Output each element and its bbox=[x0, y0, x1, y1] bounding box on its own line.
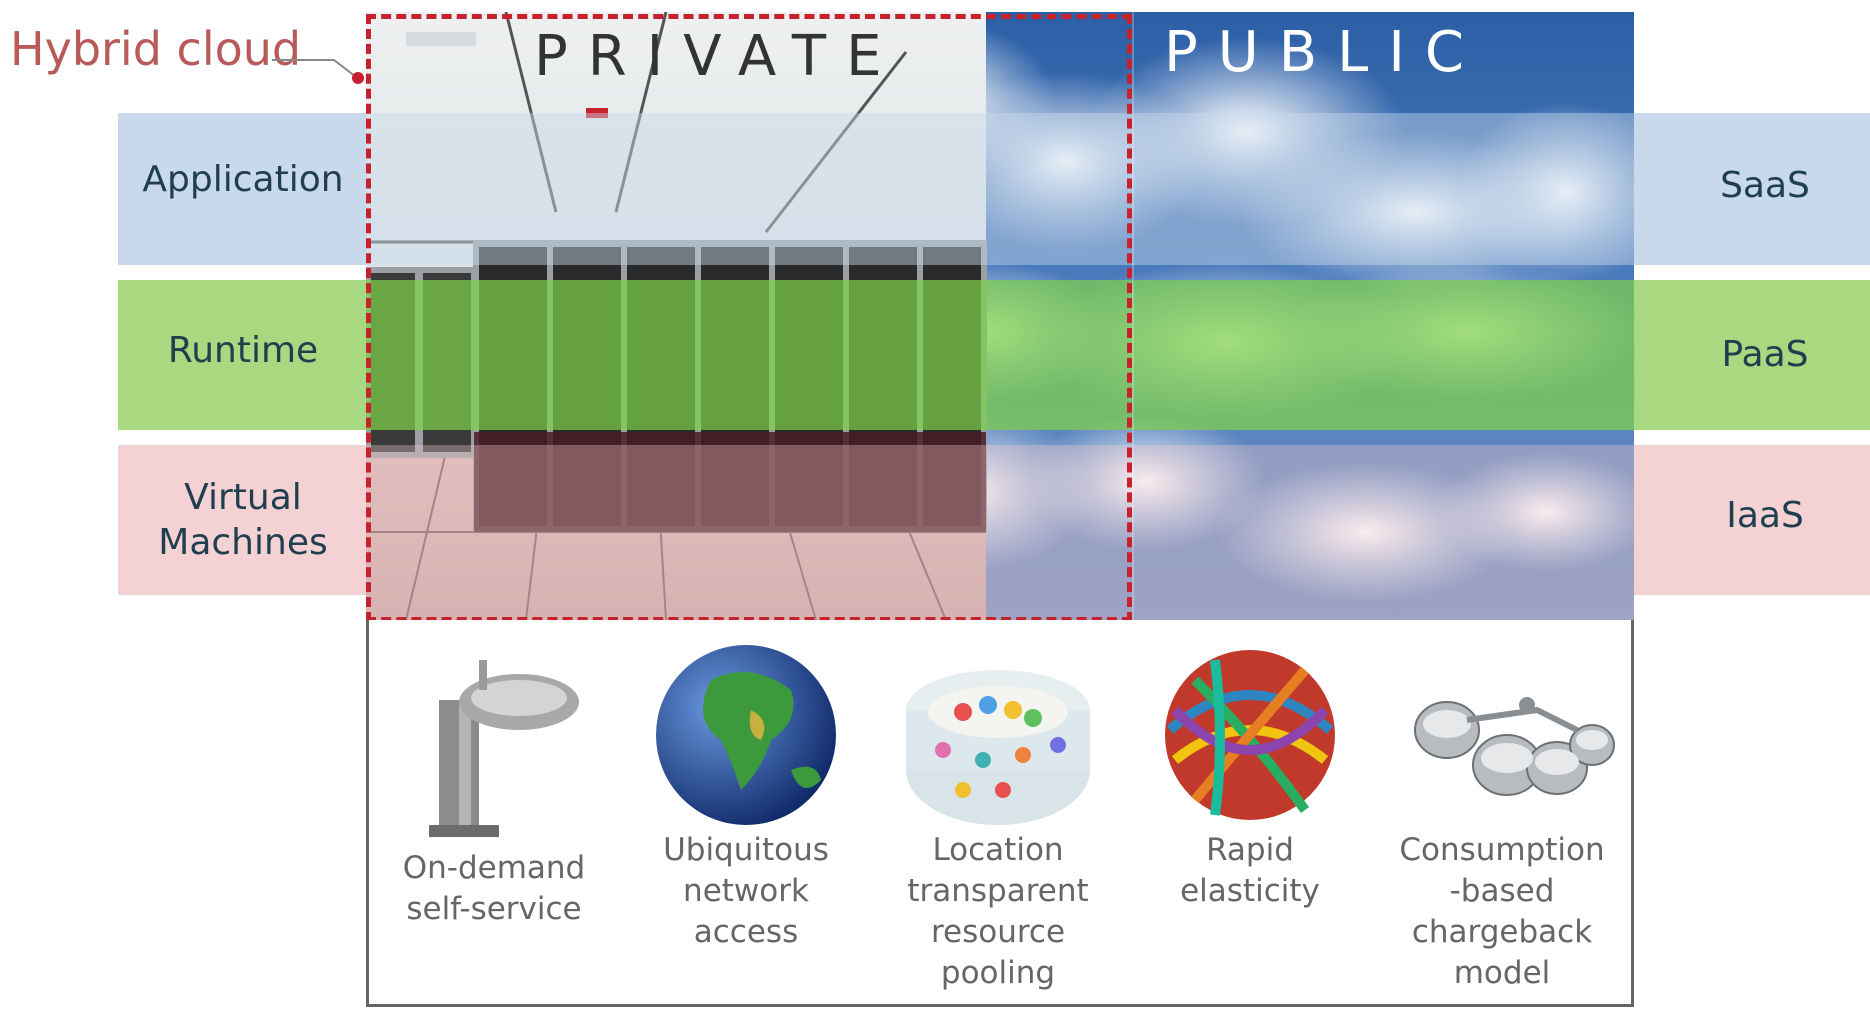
saas-overlay bbox=[366, 113, 1634, 265]
characteristics-panel: On-demand self-service Ubiquitous networ… bbox=[366, 620, 1634, 1007]
vm-band-left bbox=[118, 445, 368, 595]
characteristic-chargeback: Consumption -based chargeback model bbox=[1387, 620, 1617, 1007]
paas-label: PaaS bbox=[1721, 333, 1809, 375]
iaas-label: IaaS bbox=[1726, 494, 1804, 536]
characteristic-pooling: Location transparent resource pooling bbox=[883, 620, 1113, 1007]
application-band-left bbox=[118, 113, 368, 265]
hybrid-cloud-label: Hybrid cloud bbox=[10, 22, 302, 76]
virtual-machines-label-line2: Machines bbox=[158, 522, 328, 563]
runtime-band-left bbox=[118, 280, 368, 430]
caption-elasticity: Rapid elasticity bbox=[1180, 832, 1320, 909]
caption-chargeback: Consumption -based chargeback model bbox=[1399, 832, 1605, 991]
characteristic-on-demand: On-demand self-service bbox=[379, 620, 609, 1007]
exit-sign bbox=[586, 108, 608, 118]
hybrid-cloud-pointer bbox=[272, 59, 364, 84]
characteristic-ubiquitous: Ubiquitous network access bbox=[631, 620, 861, 1007]
public-title: PUBLIC bbox=[1164, 20, 1484, 85]
caption-on-demand: On-demand self-service bbox=[402, 850, 586, 927]
virtual-machines-label-line1: Virtual bbox=[184, 477, 302, 518]
virtual-machines-label: Virtual Machines bbox=[118, 445, 368, 595]
characteristic-elasticity: Rapid elasticity bbox=[1135, 620, 1365, 1007]
rubber-band-ball-icon bbox=[1165, 650, 1335, 820]
caption-ubiquitous: Ubiquitous network access bbox=[663, 832, 829, 950]
ball-pit-icon bbox=[906, 670, 1090, 825]
saas-label: SaaS bbox=[1720, 164, 1810, 206]
runtime-label: Runtime bbox=[167, 329, 319, 371]
saas-band-right bbox=[1634, 113, 1870, 265]
application-label: Application bbox=[142, 158, 344, 200]
paas-band-right bbox=[1634, 280, 1870, 430]
globe-icon bbox=[656, 645, 836, 825]
drinking-fountain-icon bbox=[429, 660, 579, 837]
paas-overlay bbox=[366, 280, 1634, 430]
private-public-hero-image bbox=[366, 12, 1634, 620]
measuring-cups-icon bbox=[1414, 697, 1615, 796]
iaas-band-right bbox=[1634, 445, 1870, 595]
caption-pooling: Location transparent resource pooling bbox=[907, 832, 1089, 991]
iaas-overlay bbox=[366, 445, 1634, 620]
private-title: PRIVATE bbox=[534, 24, 902, 89]
